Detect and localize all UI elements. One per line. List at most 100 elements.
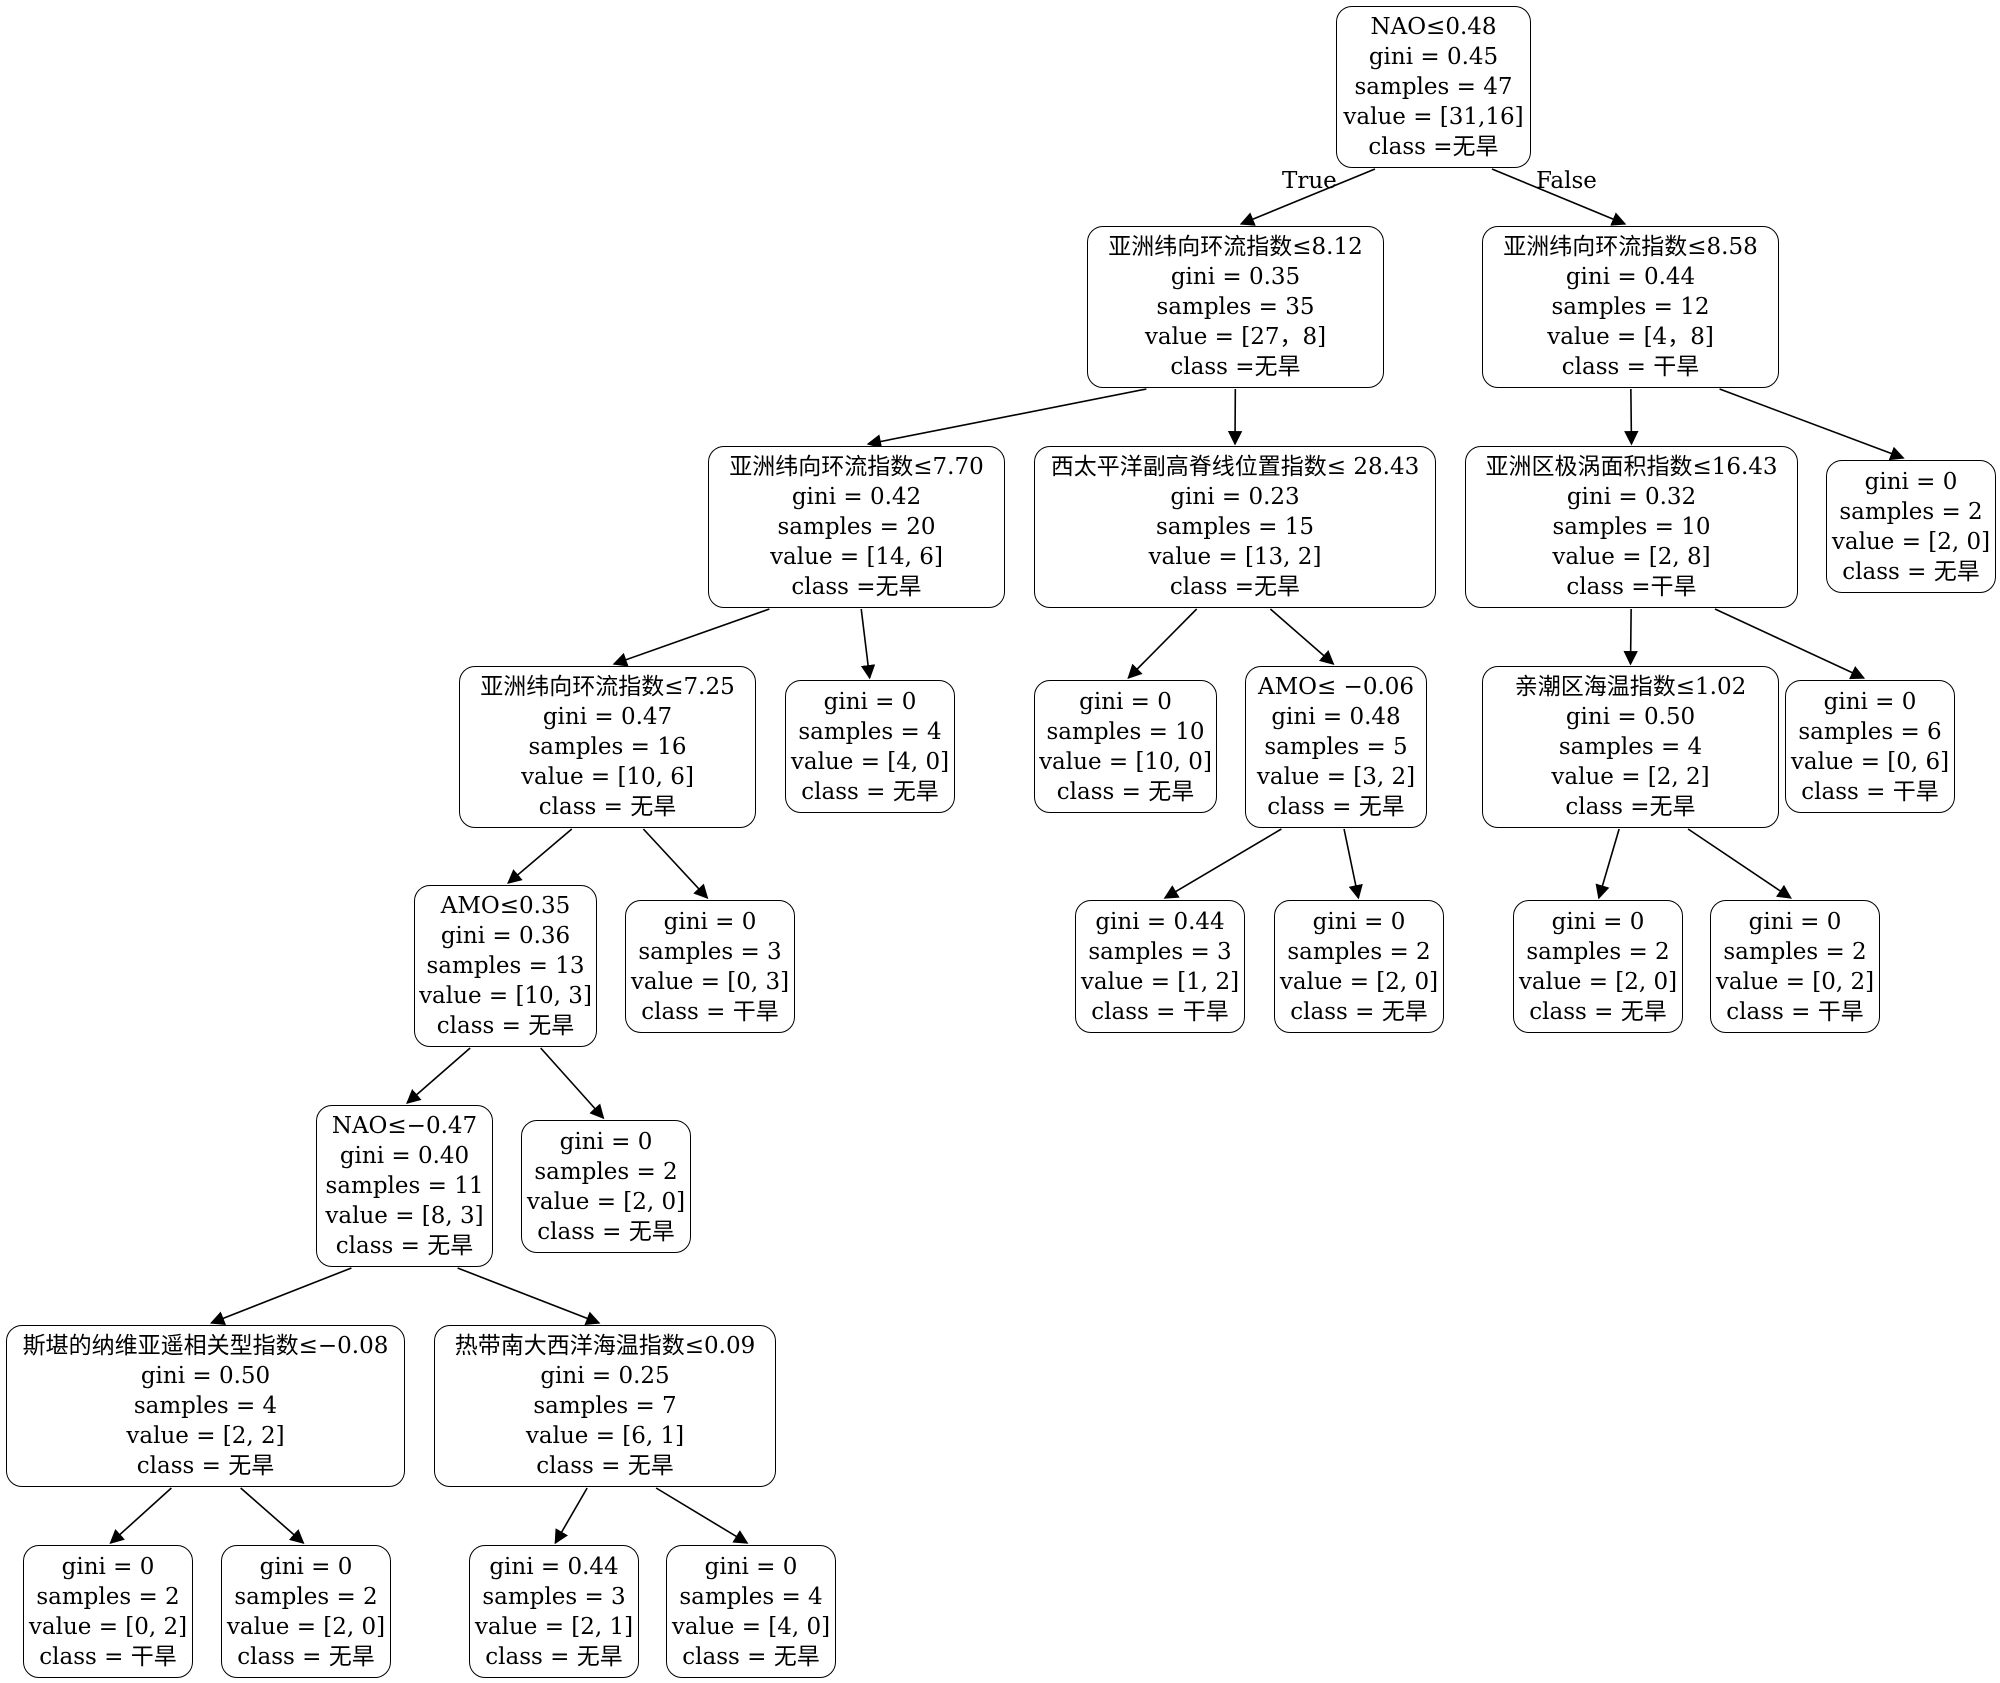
node-line: 热带南大西洋海温指数≤0.09 [454,1333,756,1359]
node-line: gini = 0.42 [791,484,922,510]
node-line: class = 无旱 [1842,558,1980,585]
node-line: gini = 0.50 [140,1363,271,1389]
edge-n7-n13 [507,828,573,884]
node-line: samples = 20 [777,514,936,540]
node-line: value = [27，8] [1144,324,1327,350]
edge-n2-n6 [1719,388,1905,461]
node-line: gini = 0.44 [1095,908,1225,935]
node-line: class =无旱 [1368,134,1499,160]
node-line: gini = 0.23 [1170,484,1300,510]
node-line: samples = 3 [482,1583,626,1610]
node-line: gini = 0 [1312,908,1406,935]
node-line: samples = 16 [528,734,687,760]
node-line: gini = 0 [1864,468,1958,495]
edge-n21-n23 [109,1487,172,1544]
node-line: gini = 0.48 [1271,704,1401,730]
node-line: class = 无旱 [537,1218,675,1245]
node-line: class = 无旱 [801,778,939,805]
edge-n11-n17 [1595,828,1620,900]
node-line: value = [1, 2] [1080,968,1240,995]
edge-n3-n8 [860,608,876,680]
node-line: samples = 4 [798,718,942,745]
node-line: value = [10, 6] [521,764,694,790]
edge-n5-n12 [1714,608,1866,680]
node-line: class = 无旱 [1267,794,1405,820]
node-line: value = [0, 3] [630,968,790,995]
node-line: samples = 4 [133,1393,278,1419]
edge-n19-n22 [457,1267,601,1326]
node-line: gini = 0 [1823,688,1917,715]
node-line: value = [3, 2] [1256,764,1416,790]
node-line: class = 干旱 [1561,354,1700,380]
node-line: samples = 2 [1526,938,1670,965]
node-line: gini = 0 [559,1128,653,1155]
node-line: class = 干旱 [641,998,779,1025]
node-line: 西太平洋副高脊线位置指数≤ 28.43 [1050,454,1420,480]
edge-n22-n25 [554,1487,588,1545]
node-line: value = [13, 2] [1148,544,1322,570]
tree-node-n4: 西太平洋副高脊线位置指数≤ 28.43 gini = 0.23 samples = … [1034,446,1436,608]
node-line: value = [2, 2] [126,1423,285,1449]
node-line: gini = 0 [823,688,917,715]
edge-n22-n26 [655,1487,749,1544]
node-line: value = [4，8] [1547,324,1714,350]
edge-n19-n21 [209,1267,352,1325]
node-line: gini = 0 [663,908,757,935]
node-line: samples = 6 [1798,718,1942,745]
node-line: value = [0, 2] [28,1613,188,1640]
node-line: value = [2, 1] [474,1613,634,1640]
node-line: class = 无旱 [1290,998,1428,1025]
node-line: value = [0, 2] [1715,968,1875,995]
node-line: samples = 47 [1354,74,1513,100]
node-line: gini = 0 [1079,688,1172,715]
edge-n0-n1 [1239,168,1376,226]
node-line: value = [4, 0] [790,748,950,775]
node-line: value = [10, 0] [1039,748,1212,775]
edge-n4-n10 [1269,608,1335,665]
node-line: gini = 0.45 [1368,44,1499,70]
node-line: value = [0, 6] [1790,748,1950,775]
node-line: class =无旱 [1169,574,1301,600]
node-line: class = 无旱 [485,1643,623,1670]
node-line: value = [10, 3] [419,983,592,1009]
node-line: class = 无旱 [682,1643,820,1670]
node-line: value = [2, 0] [1279,968,1439,995]
node-line: class = 干旱 [39,1643,177,1670]
node-line: value = [14, 6] [770,544,943,570]
node-line: samples = 15 [1156,514,1314,540]
node-line: class =无旱 [1170,354,1301,380]
node-line: class = 干旱 [1726,998,1864,1025]
node-line: value = [31,16] [1343,104,1524,130]
edge-n7-n14 [642,828,709,900]
edge-n5-n11 [1623,608,1638,666]
edge-n3-n7 [612,608,770,667]
node-line: class =无旱 [1565,794,1696,820]
edge-label-true: True [1282,168,1337,194]
node-line: NAO≤−0.47 [331,1113,478,1139]
node-line: value = [2, 8] [1552,544,1711,570]
edge-n2-n5 [1624,388,1639,446]
node-line: 亲潮区海温指数≤1.02 [1514,674,1747,700]
node-line: value = [2, 0] [526,1188,686,1215]
node-line: class = 无旱 [1529,998,1667,1025]
node-line: samples = 11 [325,1173,484,1199]
node-line: samples = 10 [1046,718,1205,745]
node-line: class = 无旱 [237,1643,375,1670]
edge-n0-n2 [1491,168,1627,226]
node-line: gini = 0.44 [1565,264,1696,290]
node-line: samples = 4 [1558,734,1703,760]
node-line: samples = 3 [1088,938,1232,965]
